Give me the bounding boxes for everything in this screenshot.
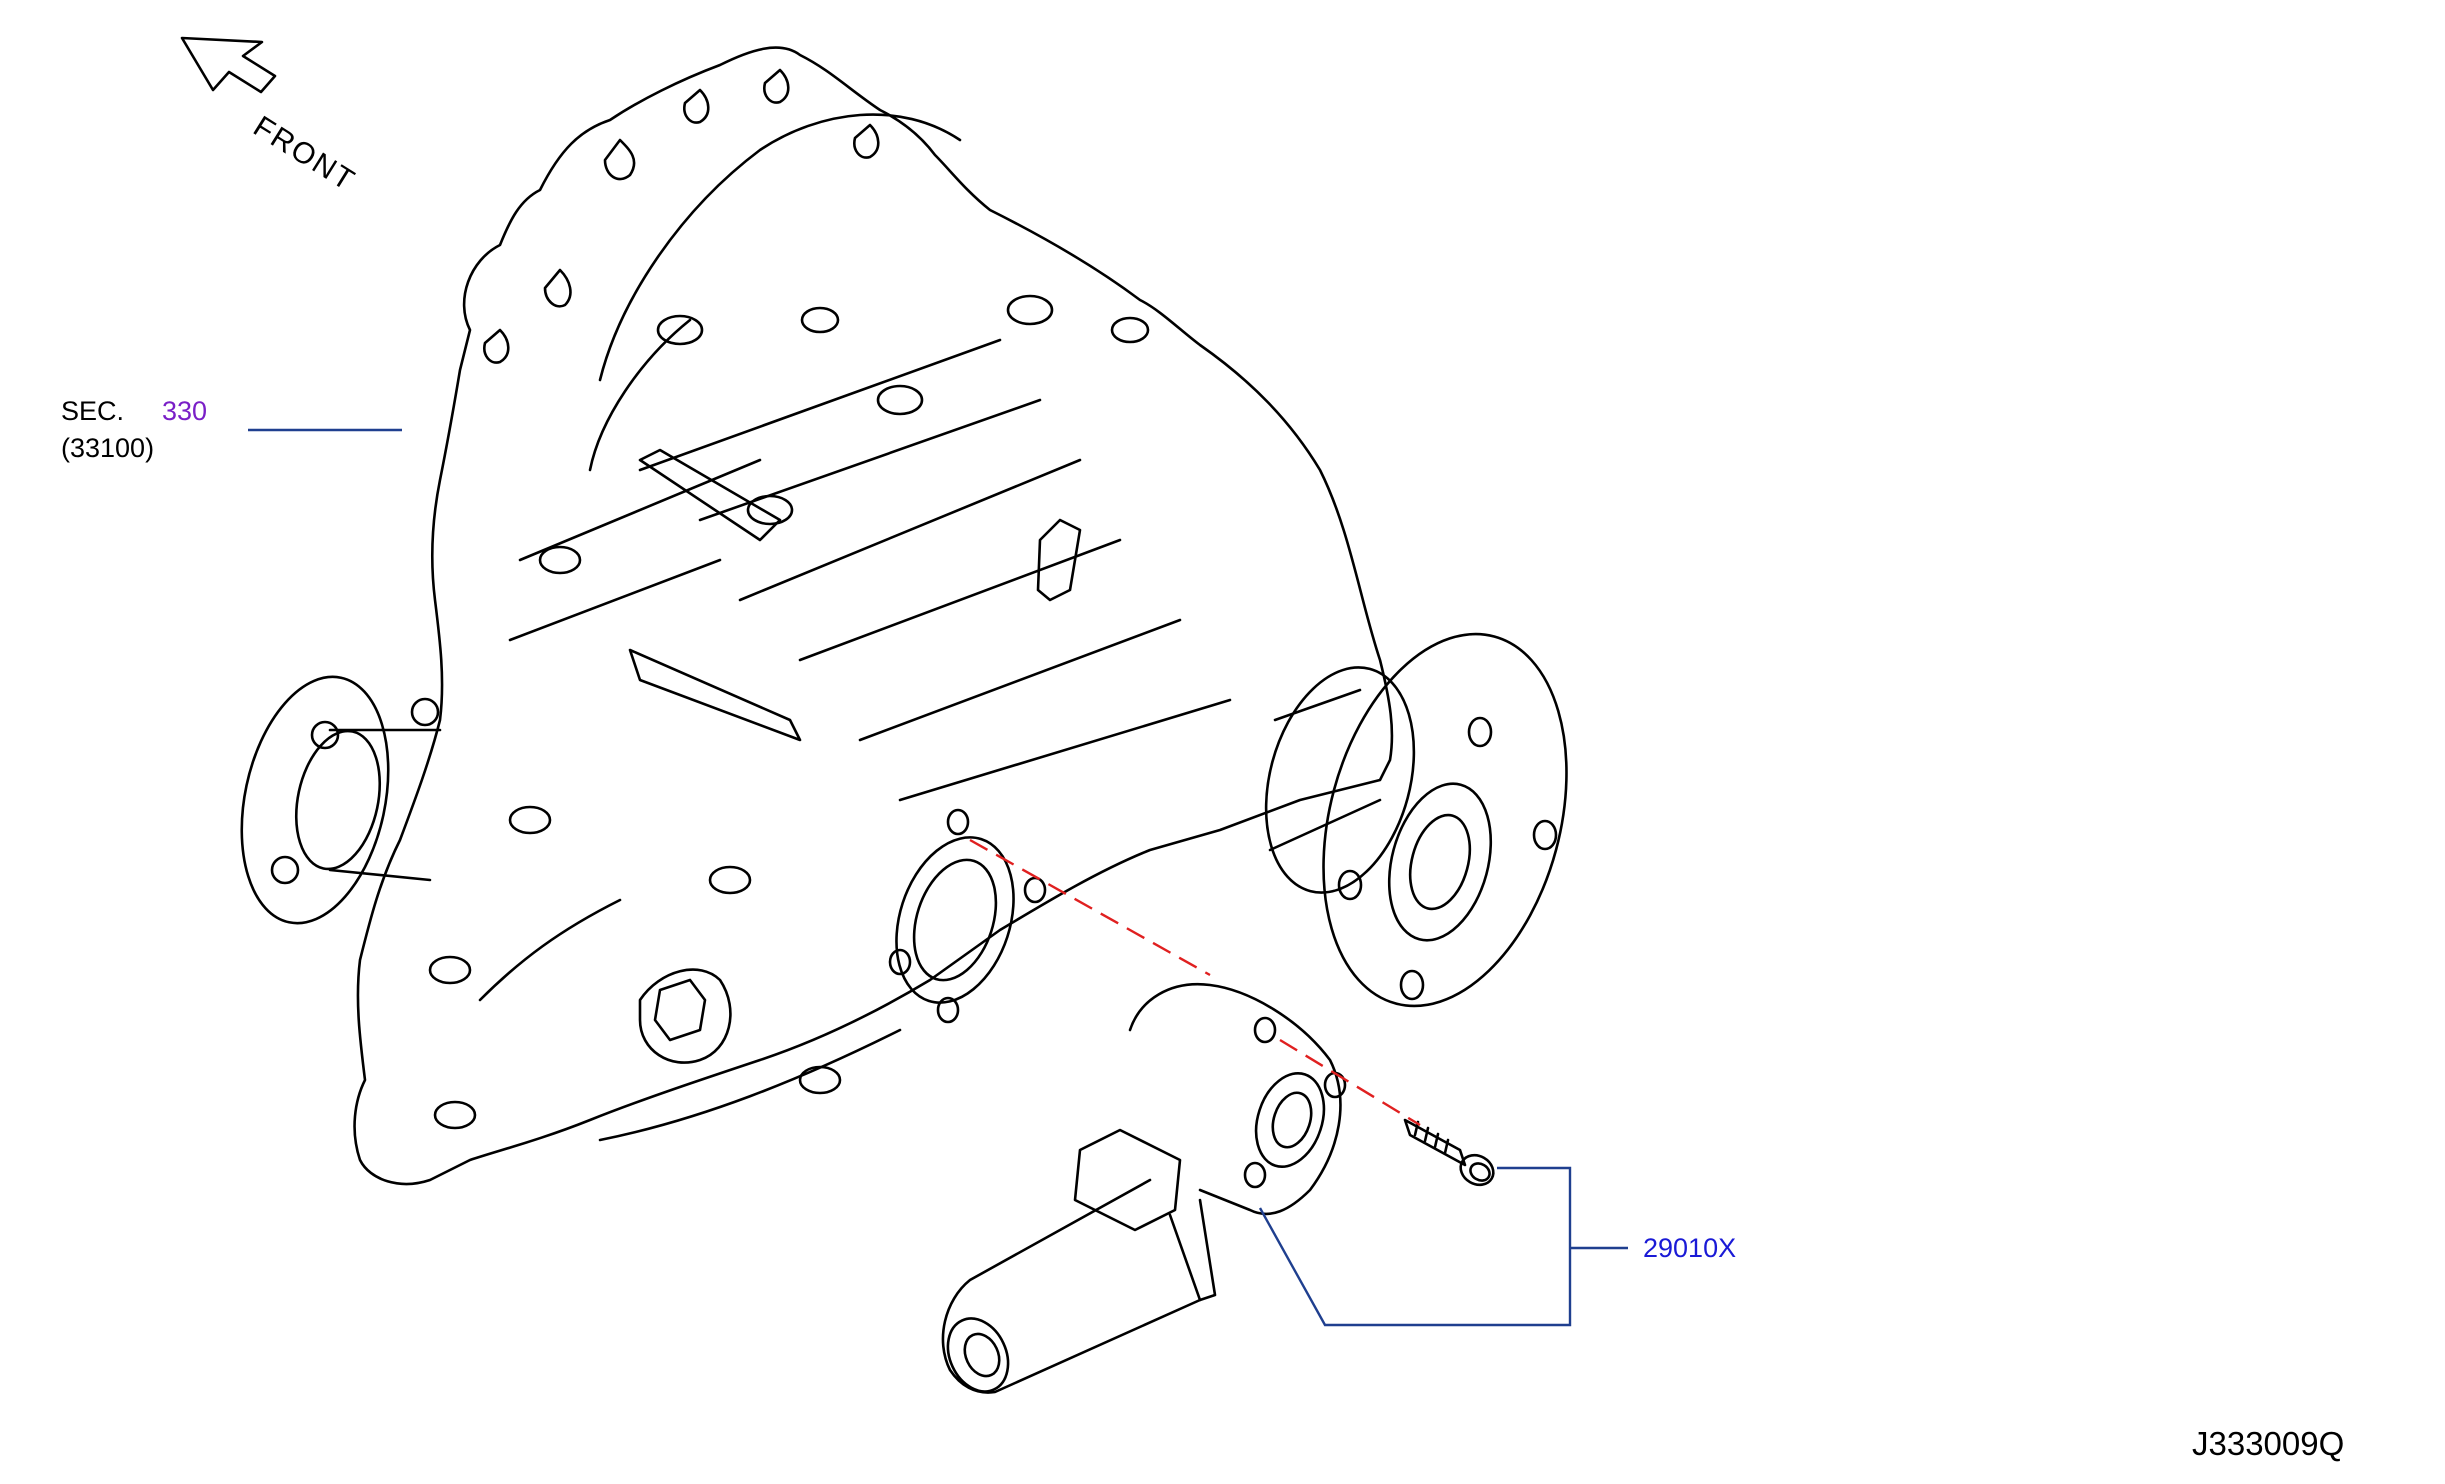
- front-arrow-icon: [180, 36, 277, 94]
- rear-output-flange: [240, 675, 442, 925]
- alignment-dashed-line: [969, 838, 1421, 1127]
- section-sub-ref: (33100): [61, 433, 155, 463]
- transfer-actuator: [941, 982, 1347, 1394]
- diagram-id: J333009Q: [2192, 1425, 2345, 1462]
- transfer-case-housing: [353, 46, 1394, 1186]
- section-prefix: SEC.: [61, 396, 125, 426]
- front-output-flange: [1264, 632, 1568, 1008]
- leader-line-29010x: [1258, 1166, 1628, 1327]
- part-29010x-link[interactable]: 29010X: [1643, 1233, 1737, 1263]
- actuator-mounting-port: [888, 808, 1047, 1024]
- mounting-bolt: [1403, 1118, 1495, 1187]
- section-330-link[interactable]: 330: [162, 396, 208, 426]
